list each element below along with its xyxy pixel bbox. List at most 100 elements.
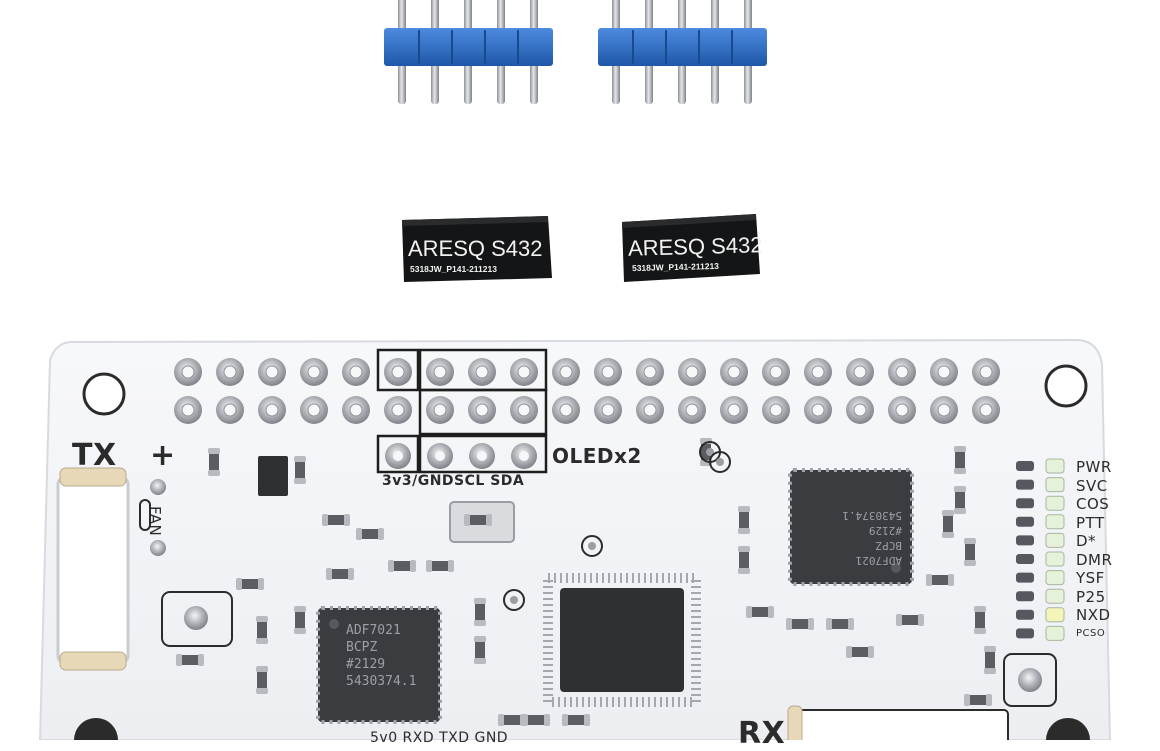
header-pin bbox=[431, 0, 439, 40]
oled-hole bbox=[477, 451, 487, 461]
gpio-hole bbox=[433, 403, 447, 417]
gpio-hole bbox=[937, 403, 951, 417]
silkscreen-oled: OLEDx2 bbox=[552, 444, 642, 468]
gpio-hole bbox=[349, 403, 363, 417]
smd-pad bbox=[294, 606, 306, 612]
ic-right-line4: 5430374.1 bbox=[842, 509, 902, 522]
smd-part bbox=[748, 607, 772, 617]
gpio-hole bbox=[979, 365, 993, 379]
header-pin bbox=[678, 0, 686, 40]
silkscreen-rx: RX bbox=[738, 716, 786, 751]
status-led bbox=[1045, 607, 1065, 623]
gpio-hole bbox=[937, 365, 951, 379]
mounting-hole bbox=[1044, 364, 1088, 408]
smd-pad bbox=[942, 510, 954, 516]
smd-pad bbox=[294, 628, 306, 634]
smd-pad bbox=[768, 606, 774, 618]
smd-part bbox=[466, 515, 490, 525]
gpio-hole bbox=[517, 403, 531, 417]
smd-part bbox=[209, 450, 219, 474]
led-label-dstar: D* bbox=[1076, 532, 1097, 550]
smd-pad bbox=[964, 694, 970, 706]
smd-pad bbox=[974, 606, 986, 612]
smd-part bbox=[928, 575, 952, 585]
status-led bbox=[1045, 570, 1065, 586]
smd-part bbox=[739, 548, 749, 572]
smd-part bbox=[257, 668, 267, 692]
gpio-hole bbox=[223, 365, 237, 379]
gpio-hole bbox=[307, 365, 321, 379]
led-resistor bbox=[1016, 461, 1034, 471]
silkscreen-fan: FAN bbox=[146, 506, 164, 537]
smd-pad bbox=[746, 606, 752, 618]
switch-bottom-right bbox=[1003, 653, 1057, 707]
header-pin bbox=[645, 62, 653, 104]
header-pin bbox=[497, 62, 505, 104]
smd-pad bbox=[918, 614, 924, 626]
silkscreen-plus: + bbox=[150, 438, 176, 473]
smd-pad bbox=[738, 528, 750, 534]
smd-pad bbox=[954, 486, 966, 492]
led-label-pcso: PCSO bbox=[1076, 627, 1106, 639]
gpio-hole bbox=[601, 365, 615, 379]
smd-part bbox=[975, 608, 985, 632]
smd-pad bbox=[948, 574, 954, 586]
smd-pad bbox=[256, 688, 268, 694]
oled-header-outline bbox=[376, 348, 548, 474]
ic-left-line1: ADF7021 bbox=[346, 623, 401, 638]
gpio-hole bbox=[769, 403, 783, 417]
smd-pad bbox=[738, 506, 750, 512]
header-pin bbox=[711, 62, 719, 104]
smd-pad bbox=[964, 538, 976, 544]
oled-hole bbox=[435, 451, 445, 461]
smd-part bbox=[475, 600, 485, 624]
status-led bbox=[1045, 625, 1065, 641]
pcb-board bbox=[38, 338, 1112, 751]
led-label-svc: SVC bbox=[1076, 476, 1108, 495]
smd-pad bbox=[926, 574, 932, 586]
header-plastic bbox=[598, 28, 767, 66]
via bbox=[706, 448, 714, 456]
status-led bbox=[1045, 532, 1065, 548]
smd-pad bbox=[208, 470, 220, 476]
ic-right-line2: BCPZ bbox=[875, 539, 903, 552]
gpio-hole bbox=[643, 365, 657, 379]
status-led-column bbox=[1016, 458, 1065, 641]
chip-right-part: ARESQ S432 bbox=[627, 232, 763, 261]
smd-part bbox=[848, 647, 872, 657]
ic-left-line2: BCPZ bbox=[346, 640, 378, 655]
status-led bbox=[1045, 495, 1065, 511]
gpio-hole bbox=[307, 403, 321, 417]
header-pin bbox=[398, 62, 406, 104]
smd-pad bbox=[294, 478, 306, 484]
smd-pad bbox=[388, 560, 394, 572]
gpio-hole bbox=[517, 365, 531, 379]
smd-pad bbox=[896, 614, 902, 626]
gpio-hole bbox=[265, 403, 279, 417]
smd-part bbox=[524, 715, 548, 725]
smd-pad bbox=[258, 578, 264, 590]
ic-adf7021-left bbox=[316, 606, 442, 724]
status-led bbox=[1045, 551, 1065, 567]
smd-part bbox=[295, 458, 305, 482]
ic-left-line4: 5430374.1 bbox=[346, 674, 417, 689]
gpio-hole bbox=[265, 365, 279, 379]
smd-part bbox=[898, 615, 922, 625]
smd-pad bbox=[984, 646, 996, 652]
gpio-hole bbox=[895, 365, 909, 379]
fan-pads bbox=[139, 479, 166, 556]
smd-part bbox=[955, 448, 965, 472]
status-led bbox=[1045, 514, 1065, 530]
gpio-header-holes bbox=[174, 358, 1000, 469]
smd-pad bbox=[236, 578, 242, 590]
smd-pad bbox=[344, 514, 350, 526]
gpio-hole bbox=[601, 403, 615, 417]
gpio-hole bbox=[559, 365, 573, 379]
header-pin bbox=[398, 0, 406, 40]
led-resistor bbox=[1016, 591, 1034, 602]
header-pin bbox=[612, 62, 620, 104]
gpio-hole bbox=[223, 403, 237, 417]
smd-pad bbox=[176, 654, 182, 666]
smd-pad bbox=[498, 714, 504, 726]
